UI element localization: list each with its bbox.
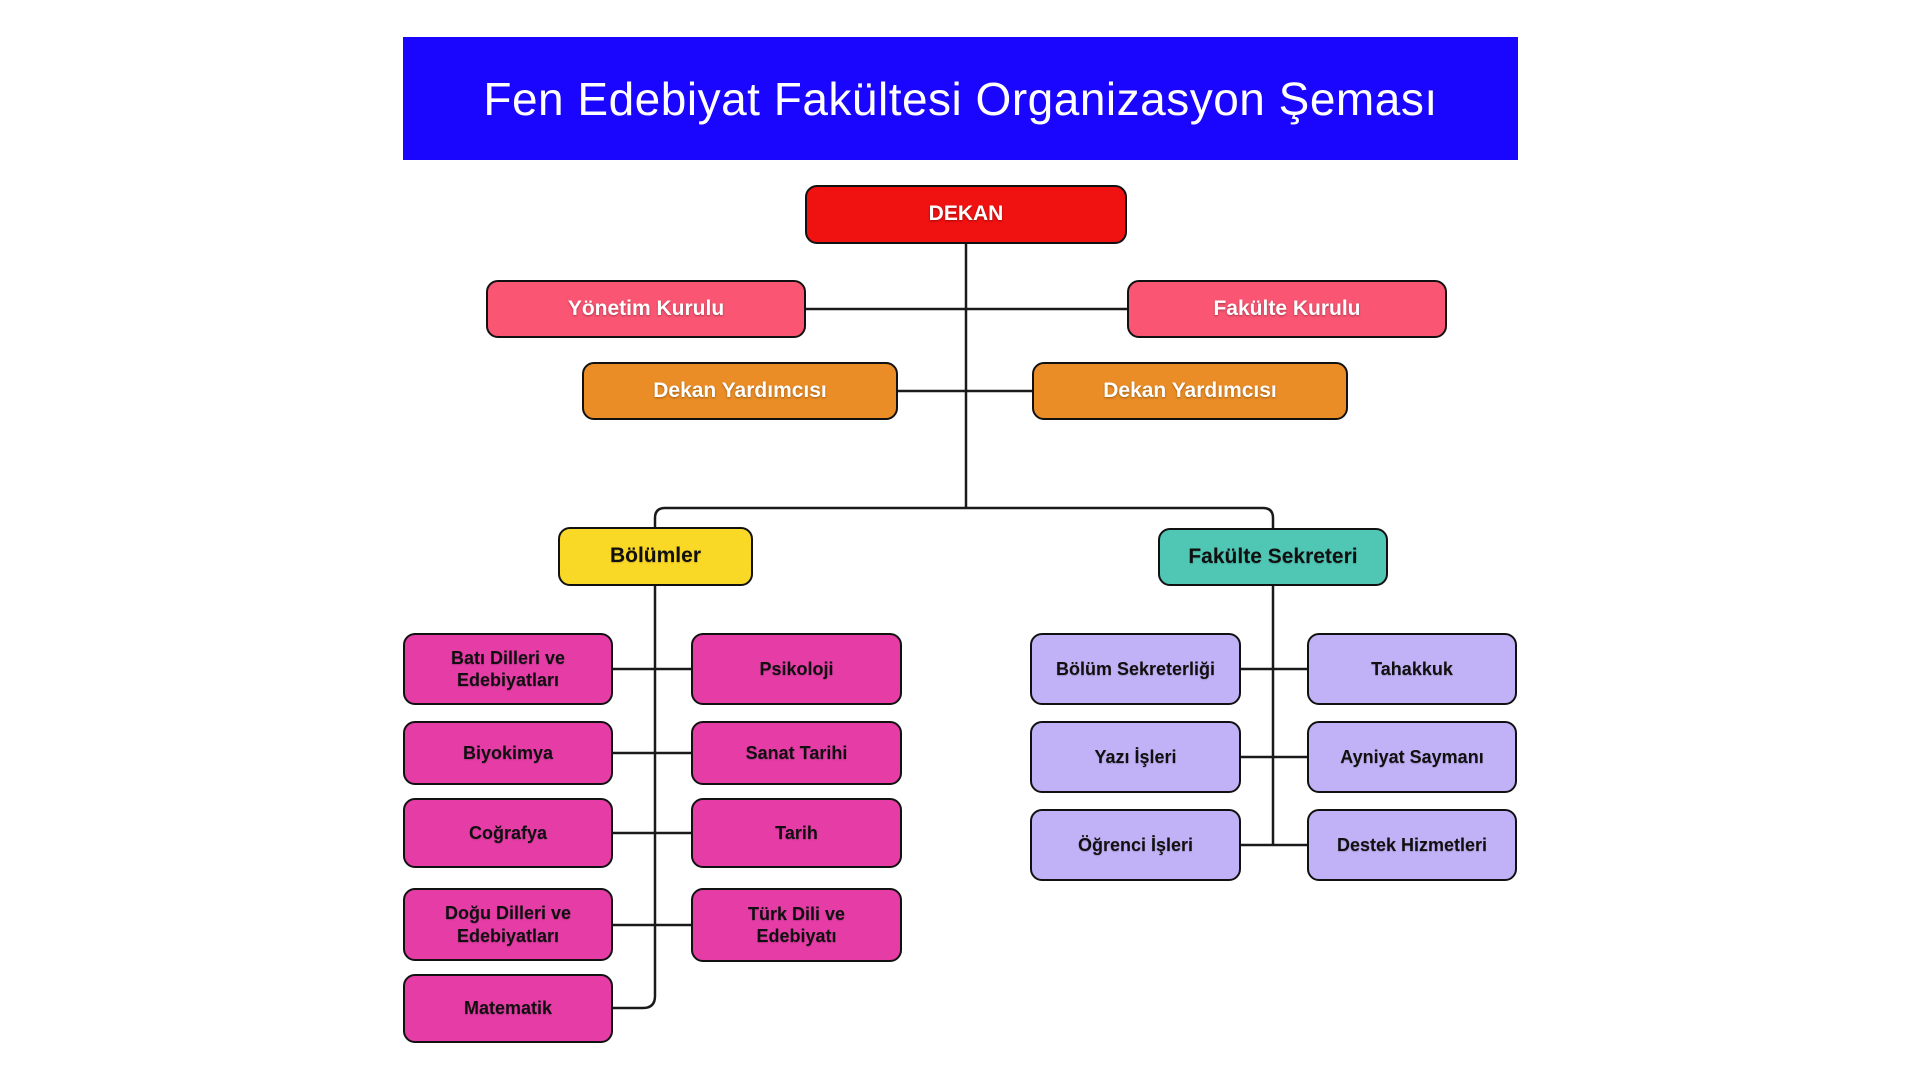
node-dept-cografya: Coğrafya: [403, 798, 613, 868]
connector-split-bar: [653, 506, 1275, 529]
node-dept-sanat-tarihi: Sanat Tarihi: [691, 721, 902, 785]
node-dekan-yardimcisi-right: Dekan Yardımcısı: [1032, 362, 1348, 420]
node-dekan: DEKAN: [805, 185, 1127, 244]
node-unit-tahakkuk: Tahakkuk: [1307, 633, 1517, 705]
node-dept-biyokimya: Biyokimya: [403, 721, 613, 785]
node-dept-tarih: Tarih: [691, 798, 902, 868]
page-title: Fen Edebiyat Fakültesi Organizasyon Şema…: [483, 72, 1438, 125]
node-yonetim-kurulu: Yönetim Kurulu: [486, 280, 806, 338]
node-unit-ayniyat-saymani: Ayniyat Saymanı: [1307, 721, 1517, 793]
node-unit-ogrenci-isleri: Öğrenci İşleri: [1030, 809, 1241, 881]
node-fakulte-sekreteri: Fakülte Sekreteri: [1158, 528, 1388, 586]
connector-bolumler-trunk: [613, 586, 657, 1010]
node-bolumler: Bölümler: [558, 527, 753, 586]
node-unit-destek-hizmetleri: Destek Hizmetleri: [1307, 809, 1517, 881]
node-dekan-yardimcisi-left: Dekan Yardımcısı: [582, 362, 898, 420]
node-dept-turk-dili: Türk Dili ve Edebiyatı: [691, 888, 902, 962]
node-dept-matematik: Matematik: [403, 974, 613, 1043]
node-dept-psikoloji: Psikoloji: [691, 633, 902, 705]
node-fakulte-kurulu: Fakülte Kurulu: [1127, 280, 1447, 338]
node-unit-yazi-isleri: Yazı İşleri: [1030, 721, 1241, 793]
node-dept-dogu-dilleri: Doğu Dilleri ve Edebiyatları: [403, 888, 613, 961]
header-banner: Fen Edebiyat Fakültesi Organizasyon Şema…: [403, 37, 1518, 160]
node-unit-bolum-sekreterligi: Bölüm Sekreterliği: [1030, 633, 1241, 705]
node-dept-bati-dilleri: Batı Dilleri ve Edebiyatları: [403, 633, 613, 705]
